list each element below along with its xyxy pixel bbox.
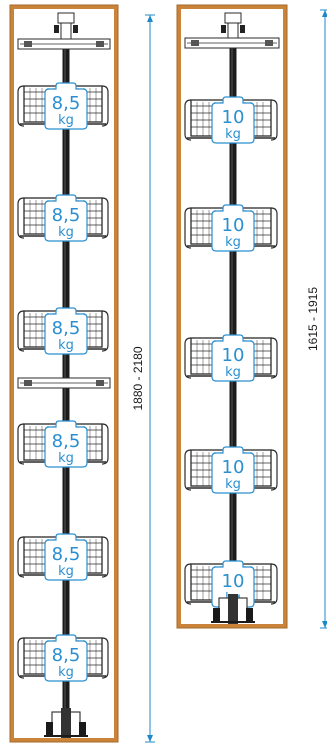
weight-value: 8,5 [52,544,81,565]
dimension-arrow-top [322,10,327,17]
weight-value: 8,5 [52,93,81,114]
weight-badge-shape [211,334,255,382]
weight-value: 10 [222,571,245,592]
weight-unit: kg [58,564,74,579]
weight-badge-shape [44,533,88,581]
bracket-clip [96,380,104,386]
top-mount [57,12,75,24]
weight-value: 10 [222,345,245,366]
weight-badge-shape [211,560,255,608]
bottom-mount-core [61,708,71,738]
weight-unit: kg [58,113,74,128]
bracket-clip [24,41,32,47]
basket-end [184,337,192,379]
weight-unit: kg [58,451,74,466]
basket-end [17,536,25,578]
weight-unit: kg [58,338,74,353]
weight-unit: kg [225,365,241,380]
short-pantry-unit: 10kg10kg10kg10kg10kg1615 - 1915 [176,4,327,629]
center-pole [229,33,237,596]
dimension-label: 1880 - 2180 [131,346,145,410]
weight-badge-shape [44,82,88,130]
weight-unit: kg [58,225,74,240]
weight-value: 8,5 [52,318,81,339]
basket-end [17,637,25,679]
top-mount-clip [221,25,226,33]
weight-badge: 8,5kg [44,634,88,682]
basket-end [270,449,278,491]
weight-value: 10 [222,457,245,478]
basket-end [17,423,25,465]
bottom-mount-wheel [79,722,86,736]
dimension-label: 1615 - 1915 [306,287,320,351]
weight-badge-shape [44,194,88,242]
top-mount-housing [60,22,72,40]
basket-end [101,637,109,679]
weight-badge-shape [44,307,88,355]
weight-value: 10 [222,215,245,236]
bracket-clip [96,41,104,47]
basket-end [101,197,109,239]
dimension-arrow-bottom [147,735,153,742]
basket-end [184,99,192,141]
top-mount [224,12,242,24]
basket-end [270,563,278,605]
basket-end [101,536,109,578]
bottom-mount-core [228,594,238,624]
basket-end [101,423,109,465]
weight-value: 8,5 [52,205,81,226]
weight-badge: 8,5kg [44,420,88,468]
basket-end [184,207,192,249]
weight-value: 10 [222,107,245,128]
top-mount-clip [240,25,245,33]
bracket-clip [265,40,273,46]
basket-end [270,99,278,141]
weight-badge-shape [211,204,255,252]
weight-badge-shape [44,420,88,468]
top-mount-clip [73,25,78,33]
bottom-mount-wheel [213,608,220,622]
weight-badge: 8,5kg [44,533,88,581]
weight-value: 8,5 [52,431,81,452]
basket-end [184,563,192,605]
dimension-arrow-top [147,15,153,22]
top-mount-clip [54,25,59,33]
basket-end [17,310,25,352]
weight-unit: kg [225,127,241,142]
weight-badge: 8,5kg [44,307,88,355]
bracket-clip [24,380,32,386]
weight-badge: 8,5kg [44,82,88,130]
bottom-mount-wheel [246,608,253,622]
weight-badge: 8,5kg [44,194,88,242]
weight-unit: kg [58,665,74,680]
bottom-mount-wheel [46,722,53,736]
weight-unit: kg [225,477,241,492]
basket-end [270,207,278,249]
basket-end [17,197,25,239]
basket-end [101,310,109,352]
top-mount-housing [227,22,239,40]
weight-badge-shape [211,96,255,144]
dimension-arrow-bottom [322,621,327,628]
basket-end [101,85,109,127]
basket-end [270,337,278,379]
basket-end [184,449,192,491]
weight-badge-shape [44,634,88,682]
center-pole [62,33,70,710]
basket-end [17,85,25,127]
weight-unit: kg [225,235,241,250]
weight-value: 8,5 [52,645,81,666]
bracket-clip [191,40,199,46]
weight-badge-shape [211,446,255,494]
